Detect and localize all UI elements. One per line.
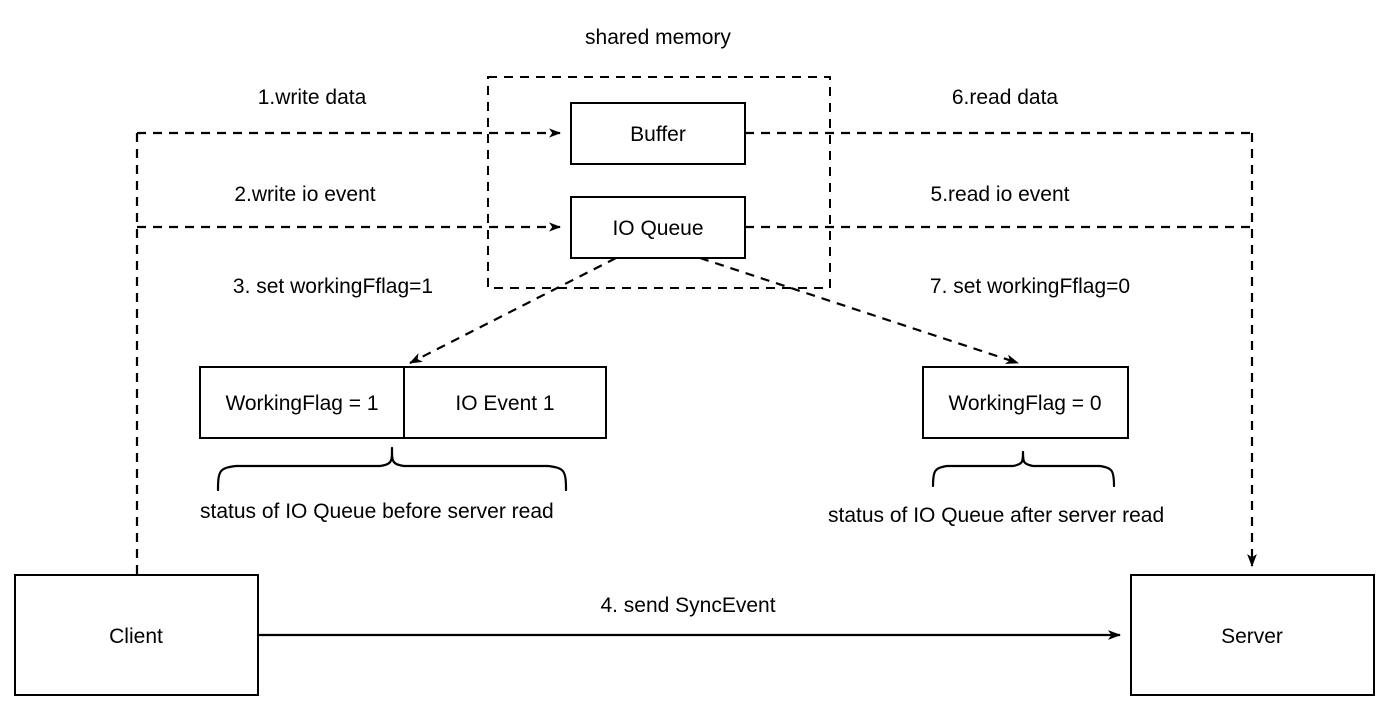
step-2-label: 2.write io event xyxy=(234,183,375,206)
buffer-label: Buffer xyxy=(630,123,686,146)
io-queue-box xyxy=(570,196,746,259)
step-3-label: 3. set workingFflag=1 xyxy=(233,275,433,298)
after-state-caption: status of IO Queue after server read xyxy=(828,504,1164,527)
before-state-caption: status of IO Queue before server read xyxy=(200,500,554,523)
client-label: Client xyxy=(109,625,163,648)
shared-memory-title: shared memory xyxy=(585,26,731,49)
step-7-label: 7. set workingFflag=0 xyxy=(930,275,1130,298)
step-4-label: 4. send SyncEvent xyxy=(600,594,775,617)
io-queue-to-after-state-arrow xyxy=(699,256,1019,365)
client-box xyxy=(14,574,259,696)
io-event-1-label: IO Event 1 xyxy=(455,392,554,415)
after-state-brace xyxy=(931,450,1116,488)
step-6-label: 6.read data xyxy=(952,86,1059,109)
io-queue-to-before-state-arrow xyxy=(409,257,617,364)
working-flag-1-label: WorkingFlag = 1 xyxy=(225,392,378,415)
step-1-label: 1.write data xyxy=(258,86,367,109)
server-box xyxy=(1130,574,1375,696)
server-label: Server xyxy=(1221,625,1283,648)
before-state-brace xyxy=(216,446,568,492)
shared-memory-region xyxy=(487,76,831,289)
buffer-box xyxy=(570,102,746,165)
working-flag-0-label: WorkingFlag = 0 xyxy=(948,392,1101,415)
io-queue-label: IO Queue xyxy=(612,217,703,240)
after-state-box xyxy=(922,366,1129,439)
step-5-label: 5.read io event xyxy=(931,183,1070,206)
